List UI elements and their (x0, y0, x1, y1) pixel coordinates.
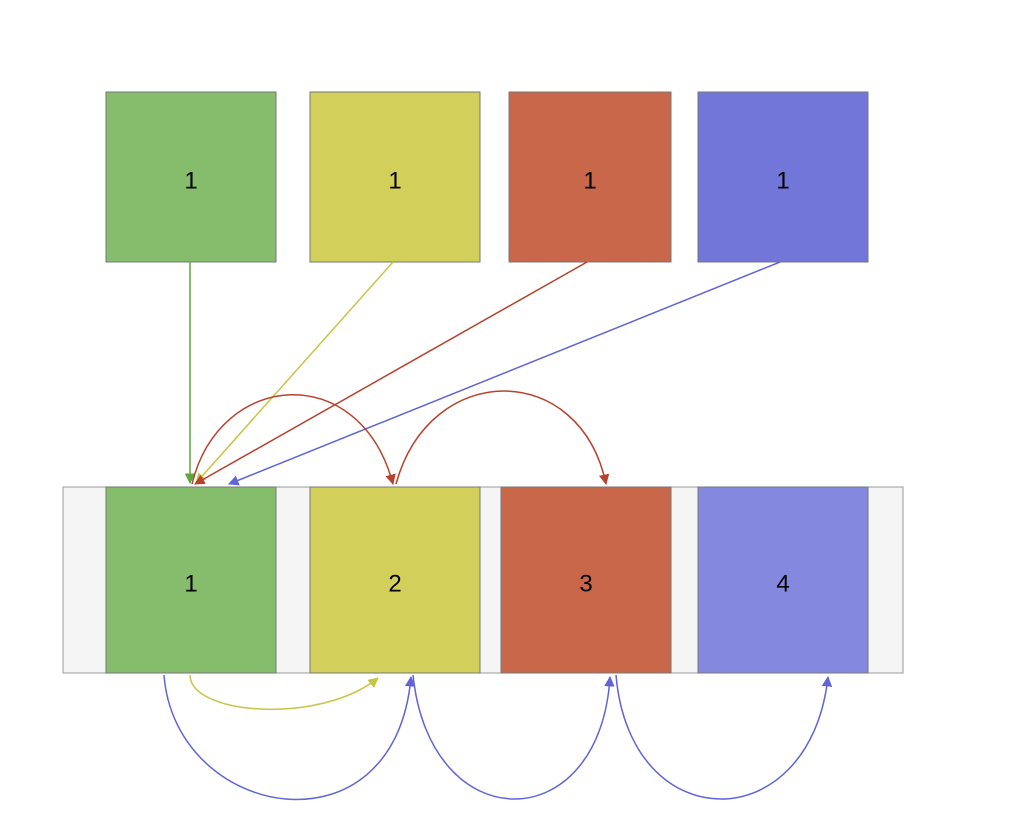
arrow-red-arc-2-3 (395, 390, 610, 486)
input-box-label: 1 (583, 167, 596, 194)
input-box-green: 1 (105, 91, 277, 263)
arrow-blue-arc-3-4 (615, 674, 833, 800)
output-box-label: 1 (184, 570, 197, 597)
arrow-blue-arc-2-3 (412, 674, 615, 800)
output-box-label: 2 (388, 570, 401, 597)
arrow-red-down (194, 261, 588, 485)
arrow-red-arc-1-2 (191, 394, 396, 486)
output-box-label: 3 (579, 570, 592, 597)
arrow-yellow-arc-1-2 (189, 674, 379, 710)
output-box-red: 3 (500, 486, 672, 674)
arrow-blue-down (228, 261, 781, 486)
input-box-red: 1 (508, 91, 672, 263)
input-box-label: 1 (388, 167, 401, 194)
output-box-green: 1 (105, 486, 277, 674)
input-box-yellow: 1 (309, 91, 481, 263)
input-box-label: 1 (776, 167, 789, 194)
output-box-blue: 4 (697, 486, 869, 674)
arrow-yellow-down (195, 261, 394, 484)
input-box-label: 1 (184, 167, 197, 194)
output-box-label: 4 (776, 570, 789, 597)
output-box-yellow: 2 (309, 486, 481, 674)
input-box-blue: 1 (697, 91, 869, 263)
arrow-blue-arc-1-2 (163, 674, 416, 801)
